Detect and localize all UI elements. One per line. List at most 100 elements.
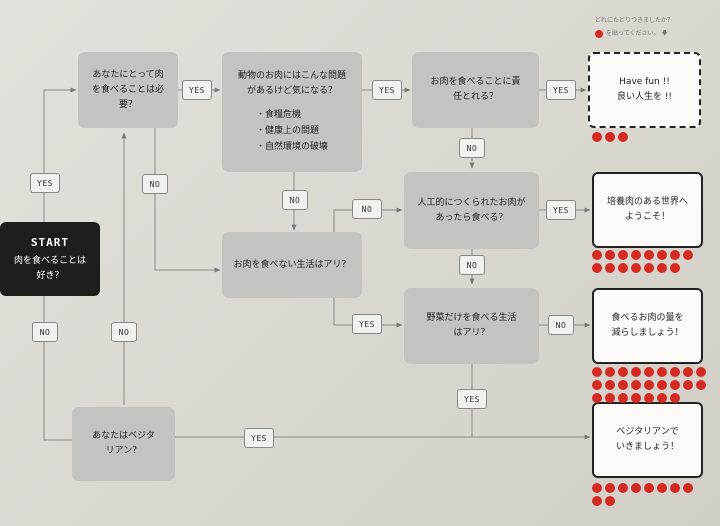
vote-dot xyxy=(644,367,654,377)
vote-dot xyxy=(631,263,641,273)
question-responsible-text: お肉を食べることに責任とれる？ xyxy=(430,77,521,102)
vote-dot xyxy=(670,380,680,390)
label-no: NO xyxy=(142,174,168,194)
label-yes: YES xyxy=(546,80,576,100)
vote-dot xyxy=(605,483,615,493)
label-yes: YES xyxy=(352,314,382,334)
result-cultured-meat: 培養肉のある世界へようこそ！ xyxy=(592,172,703,248)
vote-dots-have-fun xyxy=(592,132,652,142)
vote-dot xyxy=(618,263,628,273)
vote-dot xyxy=(670,393,680,403)
vote-dot xyxy=(631,367,641,377)
vote-dot xyxy=(631,483,641,493)
label-yes: YES xyxy=(546,200,576,220)
vote-dot xyxy=(644,393,654,403)
vote-dot xyxy=(696,367,706,377)
vote-dot xyxy=(592,250,602,260)
result-have-fun: Have fun !! 良い人生を !! xyxy=(588,52,701,128)
vote-dot xyxy=(631,250,641,260)
result-reduce-meat-text: 食べるお肉の量を減らしましょう！ xyxy=(611,313,684,338)
question-no-meat-life: お肉を食べない生活はアリ？ xyxy=(222,232,362,298)
vote-dot xyxy=(605,380,615,390)
vote-dot xyxy=(657,380,667,390)
label-yes: YES xyxy=(244,428,274,448)
label-yes: YES xyxy=(372,80,402,100)
concern-item: ・自然環境の破壊 xyxy=(255,142,328,152)
label-yes: YES xyxy=(457,389,487,409)
label-no: NO xyxy=(111,322,137,342)
concern-item: ・食糧危機 xyxy=(255,110,301,120)
instruction-line-2: を貼ってください。 xyxy=(606,30,660,37)
vote-dot xyxy=(683,380,693,390)
vote-dot xyxy=(631,393,641,403)
vote-dot xyxy=(683,250,693,260)
vote-dot xyxy=(618,132,628,142)
label-no: NO xyxy=(459,255,485,275)
vote-dots-vegetarian xyxy=(592,483,704,506)
vote-dot xyxy=(618,250,628,260)
vote-dot xyxy=(592,367,602,377)
label-no: NO xyxy=(548,315,574,335)
result-go-vegetarian-text: ベジタリアンでいきましょう！ xyxy=(615,427,679,452)
start-node: START 肉を食べることは好き？ xyxy=(0,222,100,296)
instruction-line-1: どれにたどりつきましたか？ xyxy=(595,17,674,24)
vote-dot xyxy=(605,263,615,273)
question-need-meat: あなたにとって肉を食べることは必要？ xyxy=(78,52,178,128)
question-responsible: お肉を食べることに責任とれる？ xyxy=(412,52,539,128)
vote-dot xyxy=(605,367,615,377)
question-artificial-meat: 人工的につくられたお肉があったら食べる？ xyxy=(404,172,539,249)
vote-dot xyxy=(657,263,667,273)
question-vegetarian-text: あなたはベジタリアン？ xyxy=(92,431,155,456)
result-cultured-meat-text: 培養肉のある世界へようこそ！ xyxy=(606,197,688,222)
vote-dot xyxy=(657,393,667,403)
vote-dot xyxy=(644,483,654,493)
question-meat-concerns-text: 動物のお肉にはこんな問題があるけど気になる？ xyxy=(237,71,346,96)
vote-dot xyxy=(618,483,628,493)
arrow-down-icon: 🡇 xyxy=(661,30,668,37)
vote-dot xyxy=(683,367,693,377)
vote-dot xyxy=(657,250,667,260)
label-no: NO xyxy=(459,138,485,158)
result-have-fun-line2: 良い人生を !! xyxy=(616,92,673,102)
concern-list: ・食糧危機 ・健康上の問題 ・自然環境の破壊 xyxy=(256,107,328,155)
start-question: 肉を食べることは好き？ xyxy=(13,255,86,281)
vote-dots-cultured-meat xyxy=(592,250,704,273)
result-have-fun-line1: Have fun !! xyxy=(619,77,670,87)
vote-dot xyxy=(618,380,628,390)
result-go-vegetarian: ベジタリアンでいきましょう！ xyxy=(592,402,703,478)
question-vegetables-only-text: 野菜だけを食べる生活はアリ？ xyxy=(426,313,517,338)
vote-dot xyxy=(670,367,680,377)
question-need-meat-text: あなたにとって肉を食べることは必要？ xyxy=(92,69,165,110)
vote-dot xyxy=(605,250,615,260)
label-no: NO xyxy=(32,322,58,342)
vote-dot xyxy=(670,263,680,273)
label-no: NO xyxy=(352,199,382,219)
question-vegetables-only: 野菜だけを食べる生活はアリ？ xyxy=(404,288,539,364)
result-reduce-meat: 食べるお肉の量を減らしましょう！ xyxy=(592,288,703,364)
vote-dot xyxy=(605,393,615,403)
label-yes: YES xyxy=(182,80,212,100)
vote-dot xyxy=(644,263,654,273)
vote-dot xyxy=(592,132,602,142)
vote-dot xyxy=(592,483,602,493)
question-vegetarian: あなたはベジタリアン？ xyxy=(72,407,175,481)
vote-dot xyxy=(592,496,602,506)
instruction-note: どれにたどりつきましたか？ を貼ってください。 🡇 xyxy=(595,14,673,40)
vote-dot xyxy=(592,380,602,390)
concern-item: ・健康上の問題 xyxy=(255,126,319,136)
vote-dot xyxy=(605,132,615,142)
label-yes: YES xyxy=(30,173,60,193)
vote-dot xyxy=(670,483,680,493)
vote-dot xyxy=(683,483,693,493)
vote-dot xyxy=(644,250,654,260)
vote-dot xyxy=(657,367,667,377)
label-no: NO xyxy=(282,190,308,210)
vote-dot xyxy=(618,393,628,403)
vote-dot xyxy=(592,263,602,273)
vote-dot xyxy=(592,393,602,403)
vote-dot xyxy=(605,496,615,506)
vote-dot xyxy=(631,380,641,390)
vote-dots-reduce-meat xyxy=(592,367,710,403)
vote-dot xyxy=(670,250,680,260)
